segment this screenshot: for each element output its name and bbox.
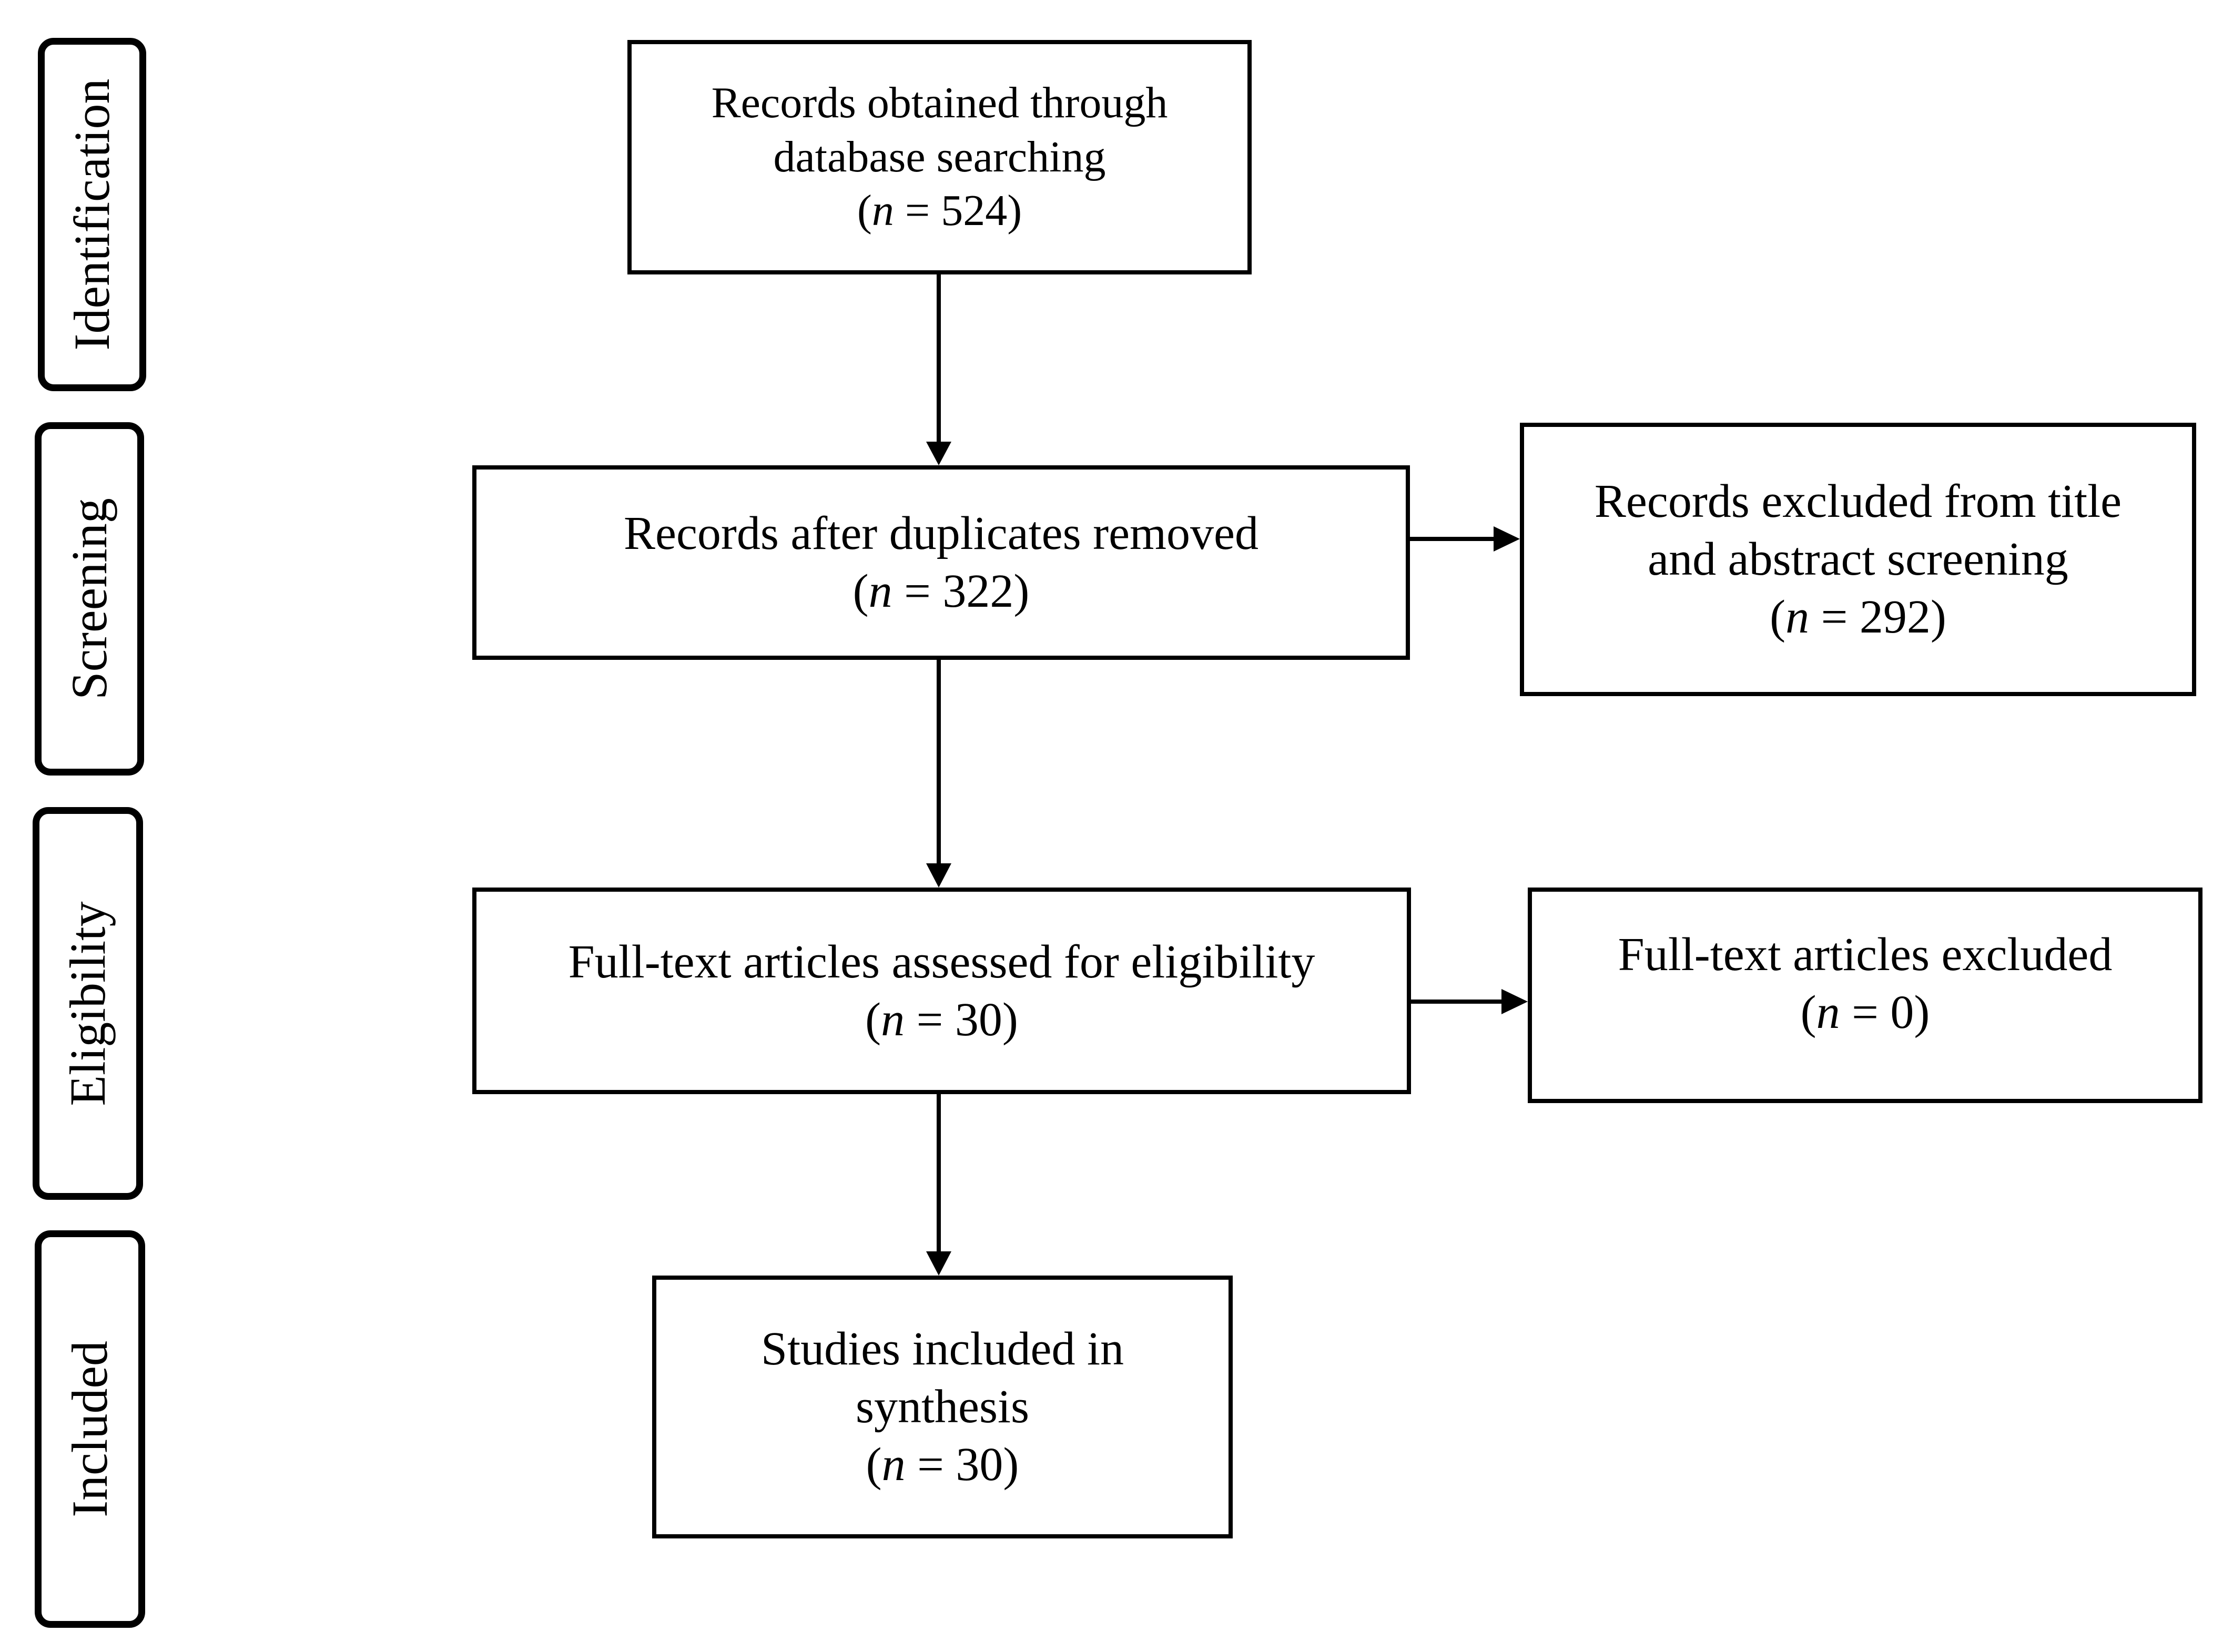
arrowhead-screening-to-eligibility	[926, 863, 951, 888]
count-value: 524	[941, 186, 1008, 236]
arrowhead-to-full-text-excluded	[1501, 989, 1528, 1014]
n-symbol: n	[871, 186, 894, 236]
n-symbol: n	[881, 993, 905, 1046]
count-value: 30	[955, 993, 1002, 1046]
n-symbol: n	[881, 1438, 906, 1491]
box-records-obtained-count: (n = 524)	[857, 186, 1022, 236]
count-value: 322	[942, 565, 1014, 617]
count-value: 0	[1890, 986, 1914, 1038]
stage-identification: Identification	[38, 38, 146, 391]
n-symbol: n	[868, 565, 892, 617]
box-records-excluded-count: (n = 292)	[1770, 590, 1946, 643]
box-full-text-excluded: Full-text articles excluded (n = 0)	[1528, 888, 2202, 1103]
arrowhead-to-records-excluded	[1494, 526, 1520, 552]
n-symbol: n	[1785, 590, 1810, 643]
box-records-obtained-line-1: Records obtained through	[711, 78, 1168, 128]
box-records-excluded-line-2: and abstract screening	[1648, 533, 2068, 586]
stage-eligibility: Eligibility	[33, 807, 143, 1200]
box-full-text-excluded-count: (n = 0)	[1800, 986, 1930, 1038]
box-studies-included-count: (n = 30)	[866, 1438, 1019, 1491]
stage-identification-label: Identification	[64, 78, 120, 351]
box-records-obtained: Records obtained through database search…	[627, 40, 1252, 274]
box-studies-included-line-1: Studies included in	[761, 1323, 1124, 1375]
box-studies-included-line-2: synthesis	[855, 1381, 1030, 1433]
count-value: 292	[1859, 590, 1931, 643]
box-studies-included: Studies included in synthesis (n = 30)	[652, 1276, 1233, 1538]
arrowhead-eligibility-to-included	[926, 1251, 951, 1276]
stage-screening-label: Screening	[61, 498, 117, 700]
n-symbol: n	[1816, 986, 1840, 1038]
box-full-text-assessed: Full-text articles assessed for eligibil…	[472, 888, 1411, 1094]
box-records-obtained-line-2: database searching	[773, 132, 1106, 181]
box-records-after-duplicates: Records after duplicates removed (n = 32…	[472, 465, 1410, 660]
box-full-text-excluded-line-1: Full-text articles excluded	[1618, 929, 2113, 981]
stage-screening: Screening	[35, 422, 144, 776]
arrowhead-identification-to-screening	[926, 442, 951, 465]
count-value: 30	[956, 1438, 1003, 1491]
box-full-text-assessed-count: (n = 30)	[865, 993, 1018, 1046]
stage-included-label: Included	[62, 1341, 118, 1517]
stage-included: Included	[35, 1230, 145, 1628]
box-records-after-duplicates-line-1: Records after duplicates removed	[623, 507, 1258, 560]
box-full-text-assessed-line-1: Full-text articles assessed for eligibil…	[568, 935, 1315, 988]
stage-eligibility-label: Eligibility	[59, 901, 116, 1106]
box-records-after-duplicates-count: (n = 322)	[852, 565, 1030, 617]
box-records-excluded: Records excluded from title and abstract…	[1520, 423, 2196, 696]
box-records-excluded-line-1: Records excluded from title	[1594, 475, 2122, 528]
